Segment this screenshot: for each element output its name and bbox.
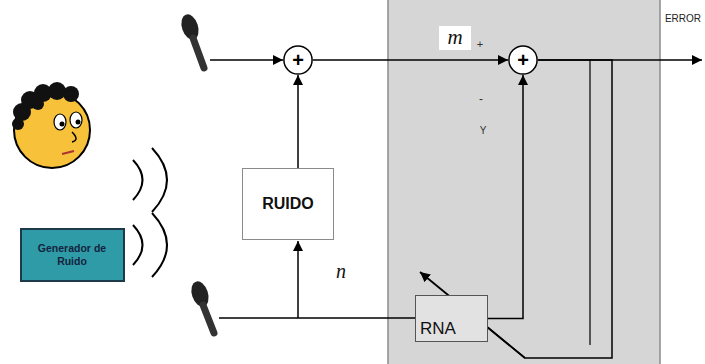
signal-connector [488,60,612,358]
sum-junction: + [283,45,313,75]
sound-waves [133,148,167,277]
node-label: RNA [420,319,456,338]
signal-name: n [336,260,346,282]
system-panel [388,0,660,364]
node-label: Generador de Ruido [35,242,109,268]
node-text-group: RUIDO [262,195,314,213]
node-text-group: Generador de Ruido [35,242,109,268]
signal-connector [313,59,508,61]
node-text-group: RNA [420,319,456,338]
microphone-icon [188,279,214,333]
signal-wire [210,59,283,61]
person-face [12,82,90,168]
signal-connector [297,75,299,168]
noise-generator-box: Generador de Ruido [20,228,125,282]
microphone-icon [178,12,204,68]
signal-wire [219,317,415,319]
sign-label: + [477,38,483,50]
node-text-group: + [292,50,304,70]
signal-name: m [439,26,470,49]
neural-network-box: RNA [415,295,488,342]
node-label: RUIDO [262,195,314,213]
sign-label: - [479,93,483,106]
signal-connector [488,75,523,319]
node-text-group: + [517,50,529,70]
output-label: ERROR [665,13,701,24]
node-label: + [517,50,529,70]
sum-junction: + [508,45,538,75]
signal-wire [297,241,299,318]
process-box: RUIDO [242,168,334,240]
signal-name: Y [480,125,487,136]
node-label: + [292,50,304,70]
feedback-wire [589,60,590,345]
